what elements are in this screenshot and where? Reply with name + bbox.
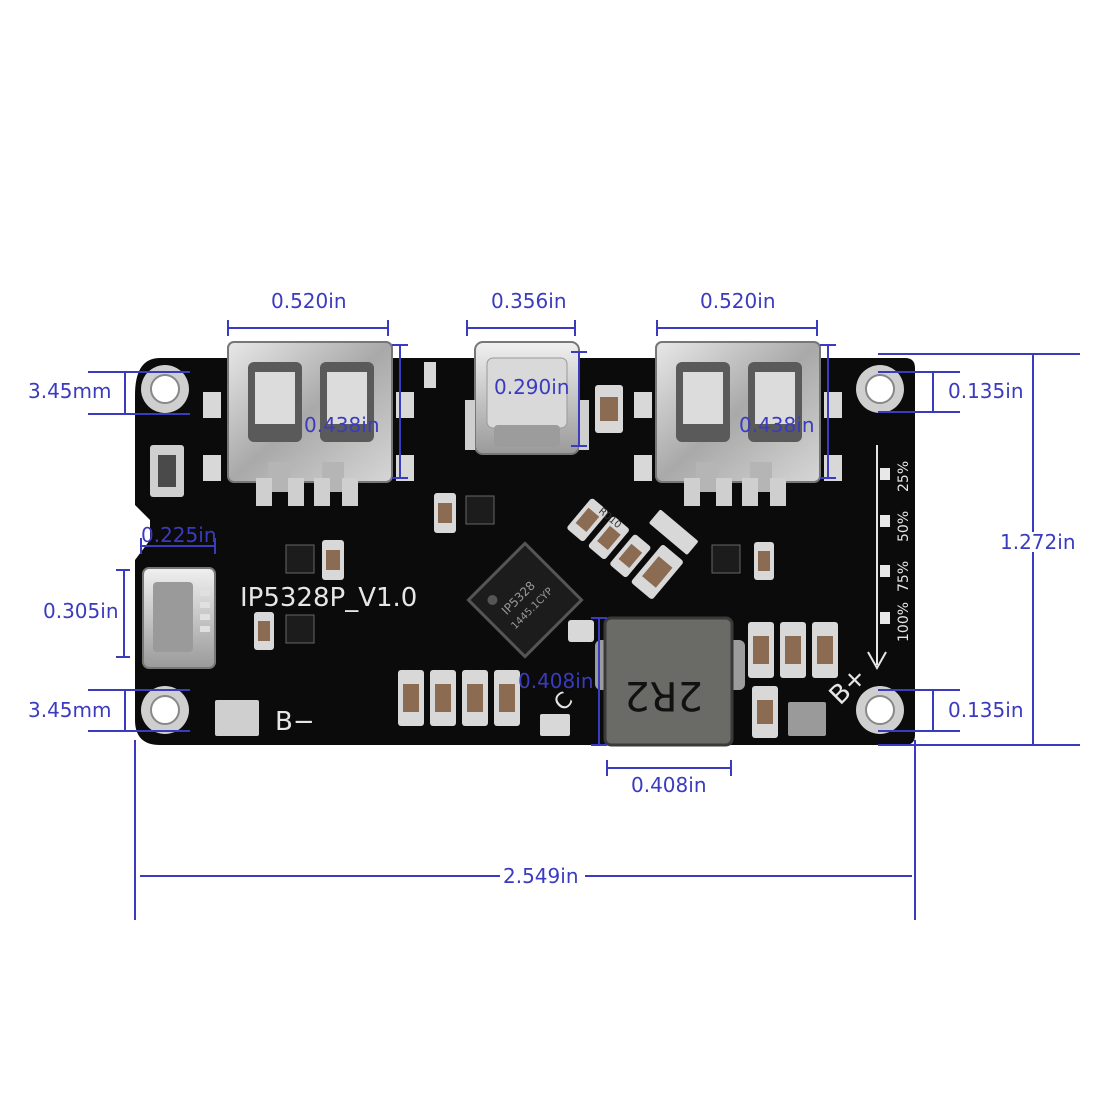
dim-usb-a-left-height: 0.438in (304, 413, 380, 437)
led-label-50: 50% (896, 511, 912, 542)
inductor-label: 2R2 (624, 672, 703, 718)
mounting-hole-bottom-right (856, 686, 904, 734)
led-label-100: 100% (896, 602, 912, 642)
dim-usb-c-width: 0.356in (488, 291, 570, 311)
dim-board-width: 2.549in (500, 866, 582, 886)
smd-components-misc (215, 362, 826, 736)
capacitor-array-bottom (398, 670, 520, 726)
dim-usb-a-left-width: 0.520in (268, 291, 350, 311)
smd-components-diagonal (567, 498, 698, 599)
dim-hole-top-right: 0.135in (945, 381, 1027, 401)
mounting-hole-top-right (856, 365, 904, 413)
usb-a-port-right (634, 341, 842, 506)
mounting-hole-bottom-left (141, 686, 189, 734)
usb-c-port (465, 341, 589, 455)
ip5328-chip (466, 541, 584, 659)
inductor-2r2 (595, 616, 745, 747)
dim-inductor-height: 0.408in (518, 669, 594, 693)
led-label-25: 25% (896, 461, 912, 492)
board-model-label: IP5328P_V1.0 (240, 583, 417, 613)
dim-hole-top-left: 3.45mm (25, 381, 115, 401)
capacitor-array-right (748, 622, 838, 738)
dim-usb-c-height: 0.290in (494, 375, 570, 399)
dim-micro-usb-height: 0.305in (40, 601, 122, 621)
dim-micro-usb-width: 0.225in (141, 523, 217, 547)
micro-usb-port (142, 567, 216, 669)
led-indicators (880, 468, 890, 624)
led-label-75: 75% (896, 561, 912, 592)
dim-hole-bottom-left: 3.45mm (25, 700, 115, 720)
dim-inductor-width: 0.408in (628, 775, 710, 795)
dim-usb-a-right-width: 0.520in (697, 291, 779, 311)
dim-hole-bottom-right: 0.135in (945, 700, 1027, 720)
dim-board-height: 1.272in (997, 532, 1079, 552)
b-minus-label: B− (275, 707, 315, 737)
dim-usb-a-right-height: 0.438in (739, 413, 815, 437)
mounting-hole-top-left (141, 365, 189, 413)
arrow-icon (867, 445, 887, 671)
tact-switch (150, 445, 184, 497)
